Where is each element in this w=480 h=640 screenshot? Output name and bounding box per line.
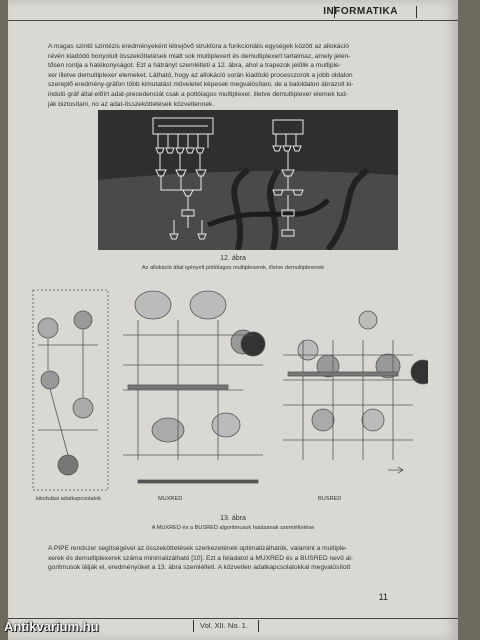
text-line: szereplő eredmény-gráfon több kimutatást… bbox=[48, 81, 354, 89]
figure-13-label-left: kiindulási adatkapcsolatok bbox=[36, 496, 101, 502]
header-divider bbox=[416, 6, 417, 18]
text-line: xerek és demultiplexerek száma minimaliz… bbox=[48, 554, 353, 562]
text-line: goritmusok látják el, eredményüket a 13.… bbox=[48, 564, 351, 572]
section-title: INFORMATIKA bbox=[323, 6, 398, 17]
text-line: tősen rontja a hatékonyságot. Ezt a hátr… bbox=[48, 62, 341, 70]
figure-12-graphic bbox=[98, 110, 398, 250]
figure-12-caption: Az allokáció által igényelt pótlólagos m… bbox=[141, 265, 325, 271]
figure-13-graphic bbox=[28, 280, 436, 500]
figure-12-diagram bbox=[98, 110, 398, 250]
text-line: révén kiadódó bonyolult összeköttetések … bbox=[48, 52, 351, 60]
figure-13-label-right: BUSRED bbox=[318, 496, 342, 502]
footer-divider bbox=[193, 620, 194, 632]
text-line: xer illetve demultiplexer elemeket. Láth… bbox=[48, 71, 353, 79]
intro-paragraph: A magas szintű szintézis eredményeként l… bbox=[48, 42, 418, 109]
page-number: 11 bbox=[378, 592, 388, 602]
text-line: induló gráf által előírt adat-precedenci… bbox=[48, 90, 348, 98]
page: INFORMATIKA A magas szintű szintézis ere… bbox=[8, 0, 458, 640]
figure-13-diagram bbox=[32, 289, 436, 491]
figure-13-number: 13. ábra bbox=[220, 515, 246, 522]
footer-rule bbox=[8, 618, 458, 619]
text-line: ják biztosítani, no az adat-összekötteté… bbox=[48, 100, 215, 108]
header-divider bbox=[334, 6, 335, 18]
header-rule bbox=[8, 20, 458, 21]
figure-13-label-mid: MUXRED bbox=[158, 496, 183, 502]
text-line: A PIPE rendszer segítségével az összeköt… bbox=[48, 545, 348, 552]
watermark: Antikvarium.hu bbox=[4, 619, 99, 634]
text-line: A magas szintű szintézis eredményeként l… bbox=[48, 43, 349, 50]
figure-12-number: 12. ábra bbox=[220, 255, 246, 262]
footer-volume: Vol. XII. No. 1. bbox=[200, 621, 248, 630]
footer-divider bbox=[258, 620, 259, 632]
outro-paragraph: A PIPE rendszer segítségével az összeköt… bbox=[48, 544, 423, 573]
figure-13-caption: A MUXRED és a BUSRED algoritmusok hatásá… bbox=[151, 525, 315, 531]
